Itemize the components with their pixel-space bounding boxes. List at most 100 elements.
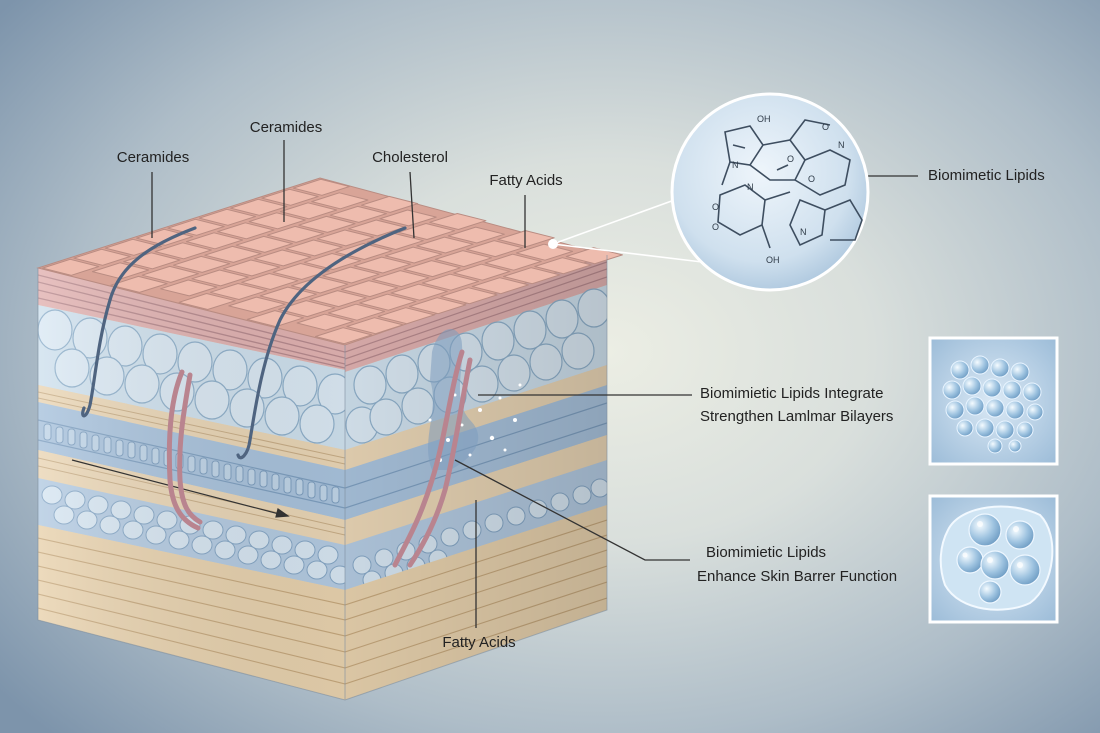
corneocyte-tile [278,300,336,318]
lipid-infusion-channel [428,328,522,470]
atom-label: O [808,174,815,184]
corneocyte-tile [390,283,448,301]
corneocyte-tile [503,267,561,285]
corneocyte-tile [315,327,373,345]
label-fatty-acids-bottom: Fatty Acids [442,634,516,651]
corneocyte-tile [292,178,350,196]
corneocyte-tile [230,198,288,216]
corneocyte-tile [191,269,249,287]
corneocyte-tile [497,230,555,248]
corneocyte-tile [429,213,487,230]
corneocyte-tile [327,303,386,321]
corneocyte-tile [361,195,419,213]
corneocyte-tile [409,297,467,315]
corneocyte-tile [329,205,387,223]
corneocyte-tile [322,266,380,284]
atom-label: N [800,227,807,237]
corneocyte-tile [534,257,592,275]
corneocyte-tile [346,317,404,335]
corneocyte-tile [42,258,100,276]
top-face-corneocytes [36,177,623,346]
corneocyte-tile [440,287,498,305]
atom-label: N [732,160,739,170]
corneocyte-tile [73,248,131,266]
molecule-zoom-circle: OH N N N O O OH O O O N [670,92,870,292]
atom-label: O [712,202,719,212]
molecule-structure [717,119,863,249]
corneocyte-tile [434,250,492,268]
atom-label: N [838,140,845,150]
corneocyte-tile [254,249,312,267]
label-integrate-line2: Strengthen Lamlmar Bilayers [700,408,894,425]
corneocyte-tile [466,240,524,258]
label-ceramides-top: Ceramides [249,119,323,136]
corneocyte-tile [291,276,349,294]
vesicle-cluster-image [928,336,1059,466]
corneocyte-tile [91,262,150,280]
corneocyte-tile [421,273,480,291]
label-cholesterol: Cholesterol [372,149,448,166]
atom-label: O [822,122,829,132]
corneocyte-tile [228,296,286,314]
corneocyte-tile [316,229,374,247]
corneocyte-tile [453,263,511,281]
corneocyte-tile [110,275,168,293]
corneocyte-tile [267,225,325,243]
corneocyte-tile [173,255,231,273]
corneocyte-tile [403,260,461,278]
corneocyte-tile [235,235,293,253]
zoom-origin-dot [548,239,558,249]
corneocyte-tile [104,238,162,256]
corneocyte-tile [272,263,330,280]
label-ceramides-left: Ceramides [116,149,190,166]
corneocyte-tile [484,253,542,271]
label-integrate-line1: Biomimietic Lipids Integrate [700,385,884,402]
corneocyte-tile [379,209,437,227]
corneocyte-tile [377,307,435,325]
corneocyte-tile [217,222,275,240]
corneocyte-tile [311,192,369,210]
corneocyte-tile [359,293,417,311]
label-barrier-line1: Biomimietic Lipids [706,544,827,561]
corneocyte-tile [178,293,236,310]
corneocyte-tile [248,212,306,230]
label-barrier-line2: Enhance Skin Barrer Function [697,568,898,585]
corneocyte-tile [241,273,299,290]
corneocyte-tile [154,242,212,260]
corneocyte-tile [309,290,367,308]
corneocyte-tile [285,239,343,257]
front-face [38,268,345,700]
label-fatty-acids-top: Fatty Acids [489,172,563,189]
corneocyte-tile [298,215,356,233]
corneocyte-tile [447,226,505,244]
corneocyte-tile [204,245,262,263]
corneocyte-tile [261,188,319,206]
atom-label: O [712,222,719,232]
corneocyte-tile [471,277,529,295]
atom-label: OH [757,114,771,124]
migration-arrow [71,459,290,518]
atom-label: OH [766,255,780,265]
corneocyte-tile [141,265,199,283]
corneocyte-tile [397,223,456,240]
corneocyte-tile [185,232,244,250]
corneocyte-tile [296,313,354,331]
corneocyte-tile [222,259,280,277]
side-face [345,255,607,700]
atom-label: N [747,182,754,192]
corneocyte-tile [416,236,474,254]
corneocyte-tile [385,246,443,264]
corneocyte-tile [372,270,430,288]
corneocyte-tile [565,247,623,265]
corneocyte-tile [160,279,218,297]
corneocyte-tile [279,202,338,220]
corneocyte-tile [198,208,256,226]
corneocyte-tile [340,280,398,298]
corneocyte-tile [209,283,268,300]
corneocyte-tile [353,256,411,274]
lipid-strands [81,226,407,460]
fiber-strands [166,349,473,568]
corneocyte-tile [515,243,574,261]
corneocyte-tile [246,310,304,328]
